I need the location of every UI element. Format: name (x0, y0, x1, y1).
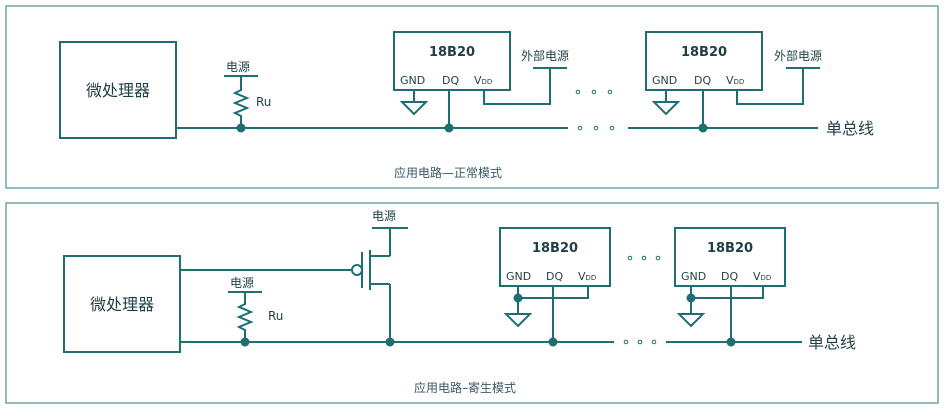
parasitic-mode-caption: 应用电路–寄生模式 (414, 380, 516, 395)
normal-mode-panel: 微处理器 单总线 电源 Ru 18B20 GND DQ VDD 外部电源 18B… (5, 5, 939, 189)
mosfet (361, 250, 390, 290)
chip-1-name: 18B20 (429, 45, 475, 60)
chip-1-pin-vdd: VDD (578, 270, 596, 283)
junction-dot (240, 337, 250, 347)
pullup-resistor (236, 292, 254, 342)
chip-1-pin-dq: DQ (546, 270, 563, 283)
chip-2-name: 18B20 (681, 45, 727, 60)
pullup-resistor (232, 76, 250, 128)
junction-dot (698, 123, 708, 133)
chip-2-pin-vdd: VDD (753, 270, 771, 283)
normal-mode-caption: 应用电路—正常模式 (394, 165, 502, 180)
chip-1-pin-vdd: VDD (474, 74, 492, 87)
pullup-supply-label: 电源 (226, 60, 250, 74)
junction-dot (236, 123, 246, 133)
sensor-chip-1 (393, 31, 511, 91)
sensor-chip-1 (499, 227, 611, 287)
pullup-supply-label: 电源 (230, 276, 254, 290)
microprocessor-label: 微处理器 (90, 295, 154, 314)
mosfet-supply-label: 电源 (372, 209, 396, 223)
chip-2-pin-gnd: GND (681, 270, 706, 283)
bus-ellipsis (577, 125, 615, 131)
chip-1-pin-gnd: GND (506, 270, 531, 283)
parasitic-mode-panel: 微处理器 电源 单总线 电源 Ru 18B20 GND DQ VDD (5, 202, 939, 404)
pullup-resistor-label: Ru (268, 309, 283, 323)
junction-dot (686, 293, 696, 303)
chip-1-pin-gnd: GND (400, 74, 425, 87)
microprocessor-box (63, 255, 181, 353)
junction-dot (444, 123, 454, 133)
chip-2-pin-dq: DQ (721, 270, 738, 283)
sensor-chip-2 (674, 227, 786, 287)
chip-2-pin-gnd: GND (652, 74, 677, 87)
bus-label: 单总线 (808, 333, 856, 352)
chip-1-vdd-wire (483, 67, 567, 105)
chip-1-ground (399, 90, 429, 116)
chip-1-pin-dq: DQ (442, 74, 459, 87)
chip-1-external-supply: 外部电源 (521, 48, 569, 63)
chip-ellipsis (627, 255, 661, 261)
chip-ellipsis (575, 89, 613, 95)
chip-2-vdd-wire (736, 67, 820, 105)
microprocessor-box (59, 41, 177, 139)
chip-2-pin-vdd: VDD (726, 74, 744, 87)
chip-2-external-supply: 外部电源 (774, 48, 822, 63)
microprocessor-label: 微处理器 (86, 81, 150, 100)
pullup-resistor-label: Ru (256, 95, 271, 109)
junction-dot (548, 337, 558, 347)
bus-ellipsis (623, 339, 657, 345)
bus-label: 单总线 (826, 119, 874, 138)
chip-2-name: 18B20 (707, 241, 753, 256)
junction-dot (513, 293, 523, 303)
chip-2-ground (651, 90, 681, 116)
junction-dot (726, 337, 736, 347)
chip-1-name: 18B20 (532, 241, 578, 256)
chip-2-pin-dq: DQ (694, 74, 711, 87)
